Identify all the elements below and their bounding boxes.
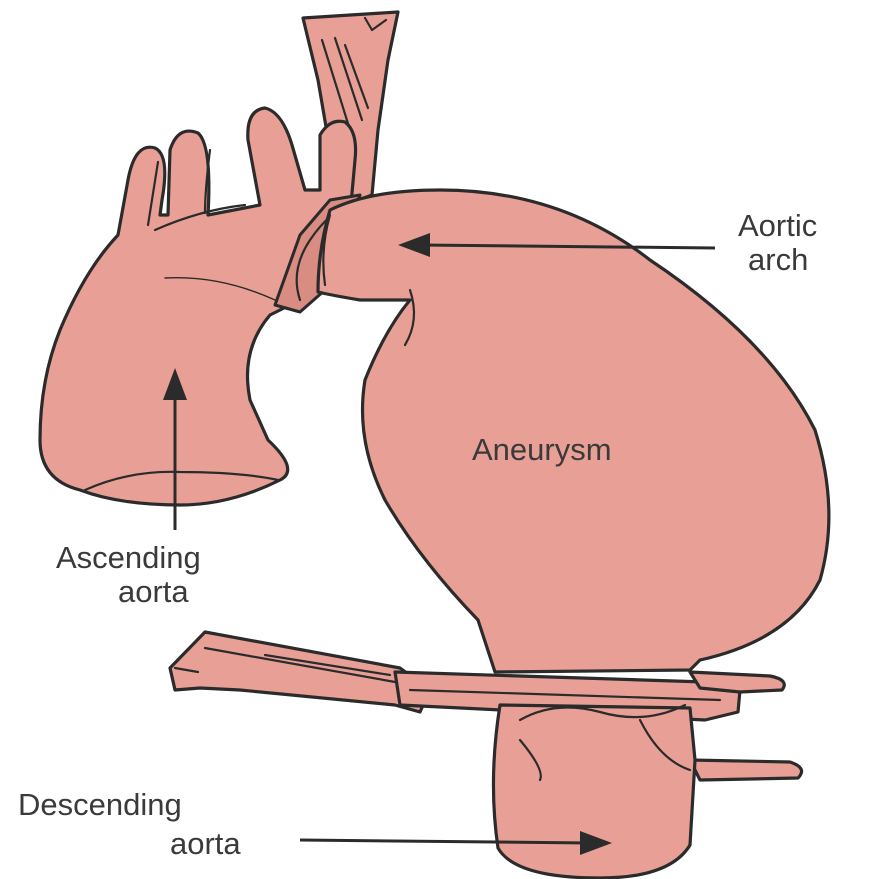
aortic-arch-label-line2: arch [748,242,808,277]
descending-aorta-label-line2: aorta [170,826,241,861]
descending-aorta-shape [493,705,695,878]
descending-aorta-label-line1: Descending [18,787,182,822]
ascending-aorta-label-line2: aorta [118,574,189,609]
aortic-arch-label-line1: Aortic [738,208,817,243]
ascending-aorta-label-line1: Ascending [56,540,201,575]
right-branch-stubs [690,672,802,780]
aneurysm-label: Aneurysm [472,432,612,467]
lower-branch-vessel [170,632,430,712]
